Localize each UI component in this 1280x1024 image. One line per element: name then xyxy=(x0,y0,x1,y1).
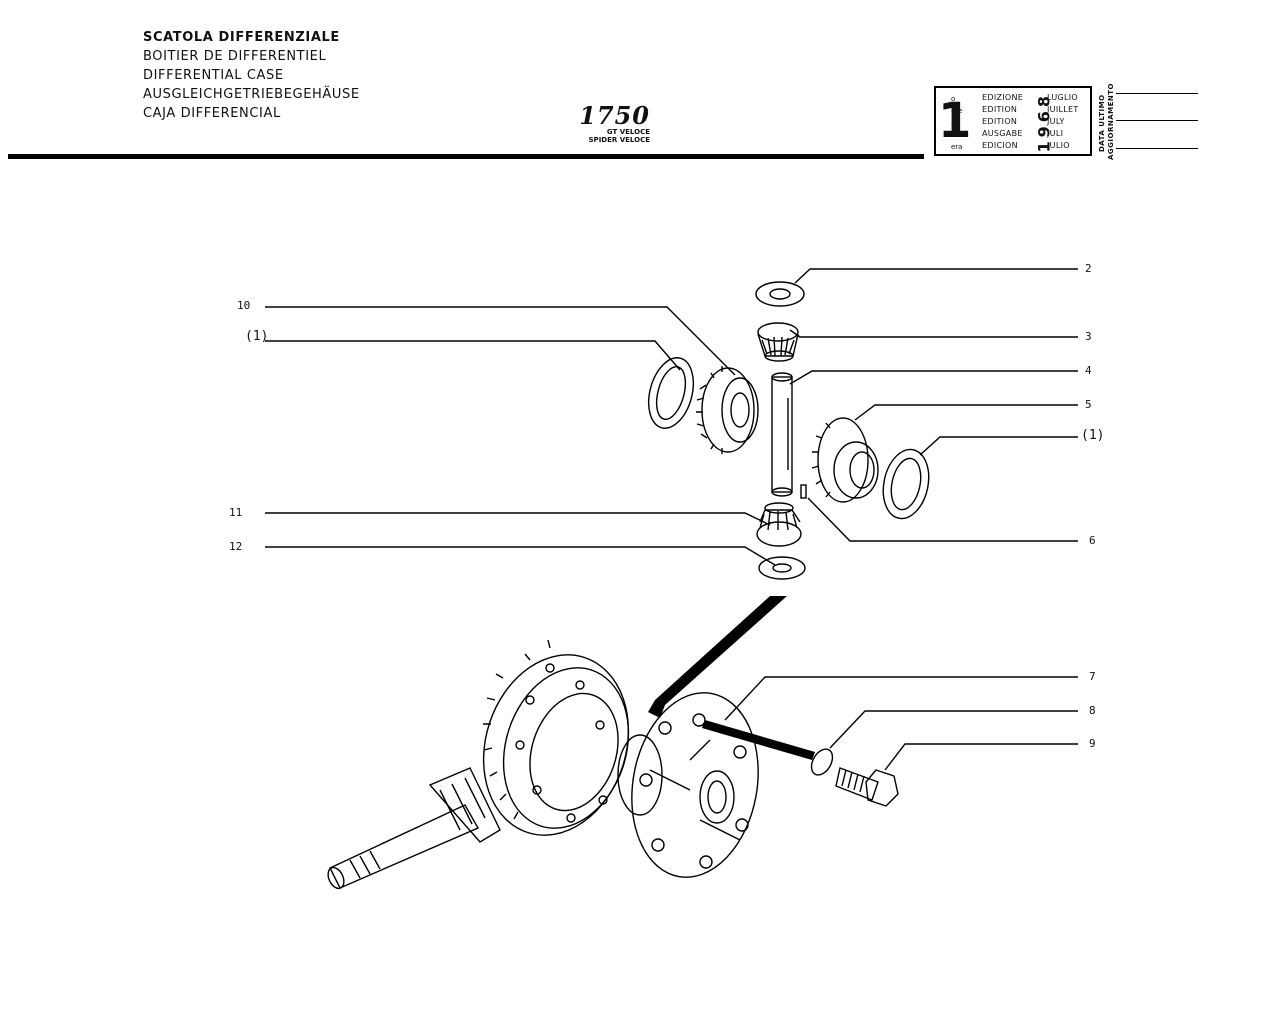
thrust-washer-right xyxy=(882,448,930,520)
edition-month: JULY xyxy=(1047,117,1065,126)
edition-word: EDITION xyxy=(982,105,1018,114)
callout-1-left: (1) xyxy=(245,329,269,344)
callout-10: 10 xyxy=(237,299,251,312)
leader-8 xyxy=(829,710,1078,749)
leader-11 xyxy=(265,512,771,526)
bolt-9 xyxy=(835,767,899,807)
lock-plate-8 xyxy=(810,748,834,776)
title-german: AUSGLEICHGETRIEBEGEHÄUSE xyxy=(143,87,360,102)
title-english: DIFFERENTIAL CASE xyxy=(143,68,284,83)
leader-1r xyxy=(919,436,1078,456)
callout-8: 8 xyxy=(1089,704,1096,717)
leader-10 xyxy=(265,306,736,376)
shaft-4 xyxy=(771,372,793,497)
leader-7 xyxy=(724,676,1078,721)
drive-pinion xyxy=(327,767,501,890)
callout-11: 11 xyxy=(229,506,243,519)
edition-box xyxy=(934,86,1092,156)
title-italian: SCATOLA DIFFERENZIALE xyxy=(143,30,340,45)
edition-word: EDICION xyxy=(982,141,1018,150)
leader-5 xyxy=(854,404,1078,421)
washer-12 xyxy=(758,556,806,580)
model-number: 1750 xyxy=(579,101,650,130)
title-french: BOITIER DE DIFFERENTIEL xyxy=(143,49,327,64)
differential-case-7 xyxy=(617,692,759,878)
callout-12: 12 xyxy=(229,540,243,553)
edition-suffix: st xyxy=(951,119,958,127)
update-line xyxy=(1116,93,1198,94)
thrust-washer-left xyxy=(647,357,695,429)
callout-5: 5 xyxy=(1085,398,1092,411)
callout-4: 4 xyxy=(1085,364,1092,377)
edition-number: 1 xyxy=(938,93,972,149)
edition-month: JUILLET xyxy=(1047,105,1079,114)
edition-suffix: ere xyxy=(951,107,963,115)
leader-1l xyxy=(265,340,681,371)
edition-month: JULI xyxy=(1047,129,1064,138)
variant-gt: GT VELOCE xyxy=(606,128,650,136)
bolt-direction-arrow xyxy=(702,720,815,760)
pin-6 xyxy=(800,484,807,499)
leader-2 xyxy=(794,268,1078,284)
leader-6 xyxy=(807,497,1078,542)
edition-suffix: era xyxy=(951,143,963,151)
edition-word: AUSGABE xyxy=(982,129,1023,138)
edition-suffix: o xyxy=(951,95,956,103)
variant-spider: SPIDER VELOCE xyxy=(588,136,650,144)
callout-2: 2 xyxy=(1085,262,1092,275)
ring-gear xyxy=(482,639,630,836)
callout-1-right: (1) xyxy=(1081,428,1105,443)
update-line xyxy=(1116,148,1198,149)
callout-9: 9 xyxy=(1089,737,1096,750)
edition-suffix: . xyxy=(951,131,954,139)
leader-4 xyxy=(789,370,1078,385)
pinion-gear-11 xyxy=(756,502,802,547)
leader-9 xyxy=(884,743,1078,771)
edition-month: JULIO xyxy=(1047,141,1070,150)
pinion-gear-3 xyxy=(757,322,799,362)
edition-word: EDITION xyxy=(982,117,1018,126)
title-spanish: CAJA DIFFERENCIAL xyxy=(143,106,281,121)
header-rule xyxy=(8,154,924,159)
callout-3: 3 xyxy=(1085,330,1092,343)
leader-3 xyxy=(789,329,1078,338)
edition-word: EDIZIONE xyxy=(982,93,1024,102)
washer-2 xyxy=(755,281,805,307)
assembly-arrow xyxy=(648,596,787,718)
title-block: SCATOLA DIFFERENZIALE BOITIER DE DIFFERE… xyxy=(143,28,360,123)
callout-7: 7 xyxy=(1089,670,1096,683)
side-gear-5 xyxy=(811,417,879,503)
side-gear-10 xyxy=(696,366,759,454)
callout-6: 6 xyxy=(1089,534,1096,547)
leader-12 xyxy=(265,546,776,566)
model-block: 1750 GT VELOCE SPIDER VELOCE xyxy=(570,101,650,145)
update-line xyxy=(1116,120,1198,121)
edition-month: LUGLIO xyxy=(1047,93,1079,102)
